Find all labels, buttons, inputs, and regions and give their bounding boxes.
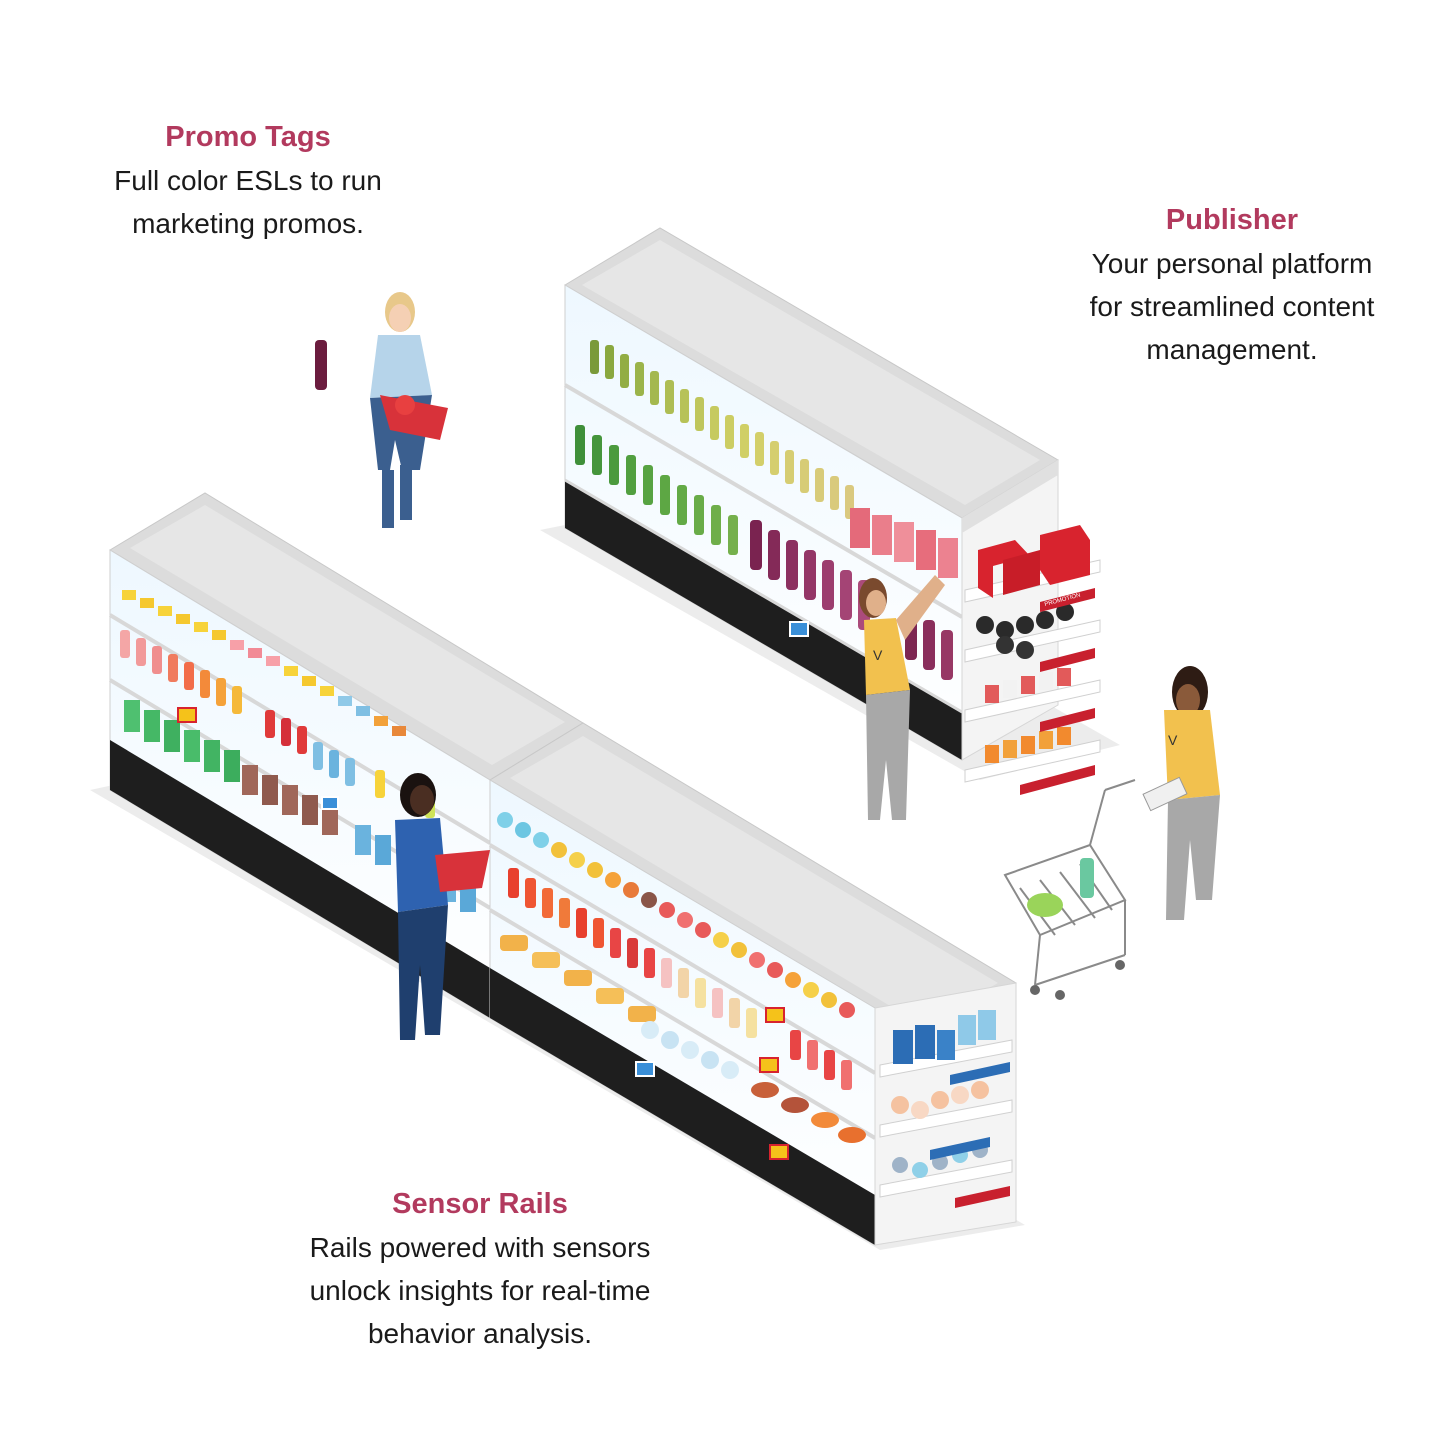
callout-text-line: Your personal platform [1091,248,1373,279]
svg-text:V: V [873,647,883,663]
promo-esl-tag-right-1 [765,1007,785,1023]
bread-row [500,935,866,1143]
yogurt-cups-orange [985,727,1071,763]
callout-promo-tags: Promo Tags Full color ESLs to run market… [48,116,448,245]
green-carton-row [124,700,240,782]
staff-member-with-cart: V [1142,666,1220,920]
back-shelf-unit [563,227,1101,795]
esl-tag-right-blue [635,1061,655,1077]
dark-cups [976,603,1074,659]
promo-esl-tag-right-3 [769,1144,789,1160]
front-right-shelf-base [490,968,875,1245]
shopping-cart [1003,779,1136,1000]
front-shelf-unit-right [488,722,1017,1246]
back-shelf-base [565,480,962,760]
promo-esl-tag-left [177,707,197,723]
callout-text-line: management. [1146,334,1318,365]
callout-title: Promo Tags [165,121,331,153]
promo-esl-tag-right-2 [759,1057,779,1073]
pink-wine-boxes [850,508,958,578]
svg-text:V: V [1168,732,1178,748]
red-promo-box [978,540,1030,598]
callout-text-line: behavior analysis. [367,1318,593,1349]
sauce-bottle-row [508,868,852,1090]
wine-bottle-rows [575,340,854,555]
callout-text-line: unlock insights for real-time [309,1275,651,1306]
callout-text-line: Full color ESLs to run [114,165,382,196]
front-left-shelf-base [110,740,490,1018]
staff-member-stocking-shelf: V [859,575,945,820]
callout-text-line: Rails powered with sensors [309,1232,651,1263]
callout-title: Sensor Rails [392,1188,568,1220]
cart-bottle [1080,858,1094,898]
yogurt-cups-red [985,668,1071,703]
esl-tag-left-blue [321,796,339,810]
cups-row-blue-orange [497,812,855,1018]
cheese-row [122,590,406,736]
shopper-with-basket-front [395,773,490,1040]
callout-text-line: marketing promos. [132,208,364,239]
callout-sensor-rails: Sensor Rails Rails powered with sensors … [280,1183,680,1355]
back-endcap-shelves [964,525,1101,795]
front-endcap-shelves [879,1010,1013,1208]
back-shelf-esl-tag [789,621,809,637]
callout-title: Publisher [1165,204,1299,236]
shopper-with-wine-and-basket [315,292,448,528]
callout-publisher: Publisher Your personal platform for str… [1032,199,1432,371]
callout-text-line: for streamlined content [1089,291,1375,322]
cart-produce [1027,893,1063,917]
